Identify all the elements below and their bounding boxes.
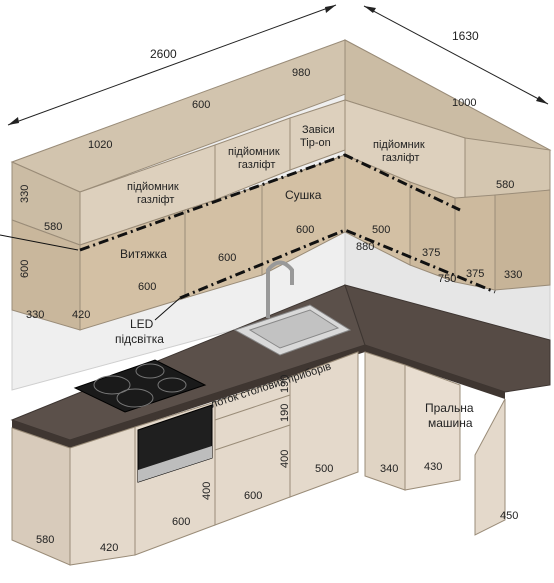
dim-190-b: 190 <box>279 404 291 422</box>
hob-zone <box>116 388 154 408</box>
arrow-head <box>364 6 376 13</box>
countertop-edge-right <box>365 345 505 399</box>
hob-zone <box>157 377 187 393</box>
dim-580-lower: 580 <box>36 534 54 546</box>
arrow-head <box>8 117 19 125</box>
arrow-head <box>536 96 548 104</box>
hob-zone <box>93 375 131 395</box>
sink-cabinet <box>289 351 359 498</box>
dim-420-lower: 420 <box>100 542 118 554</box>
washer-line2: машина <box>428 416 473 430</box>
lift1-line2: газліфт <box>137 194 174 206</box>
dim-500-lower: 500 <box>315 463 333 475</box>
overall-depth-line <box>363 5 549 105</box>
dim-330: 330 <box>19 185 31 203</box>
led-line1: LED <box>130 317 154 331</box>
induction-hob[interactable] <box>73 359 207 413</box>
dim-340: 340 <box>380 463 398 475</box>
upper-375-a <box>409 181 456 283</box>
drawer-divider <box>214 424 291 451</box>
lift2-line2: газліфт <box>238 159 275 171</box>
dim-1020: 1020 <box>88 139 112 151</box>
dim-1000: 1000 <box>452 97 476 109</box>
hinges-line1: Завіси <box>302 124 335 136</box>
dim-600-hood: 600 <box>138 281 156 293</box>
led-strip-lower <box>179 228 496 300</box>
dim-600-top: 600 <box>192 99 210 111</box>
oven-panel <box>138 446 212 482</box>
dim-880: 880 <box>356 241 374 253</box>
led-pointer <box>154 297 181 321</box>
hood-label: Витяжка <box>120 247 167 261</box>
washer-line1: Пральна <box>425 401 474 415</box>
countertop-edge-left <box>12 345 365 448</box>
lift3-line2: газліфт <box>382 152 419 164</box>
led-strip-upper <box>79 153 461 252</box>
lift3-line1: підйомник <box>373 139 425 151</box>
dim-580-right: 580 <box>496 179 514 191</box>
dryer-label: Сушка <box>285 188 322 202</box>
lift2-line1: підйомник <box>228 146 280 158</box>
overall-width-label: 2600 <box>150 47 177 61</box>
dim-420: 420 <box>72 309 90 321</box>
hob-zone <box>135 363 165 379</box>
dim-600-right: 600 <box>296 224 314 236</box>
dim-400-b: 400 <box>201 482 213 500</box>
dim-450: 450 <box>500 510 518 522</box>
overall-depth-label: 1630 <box>452 29 479 43</box>
dim-600-lower-b: 600 <box>172 516 190 528</box>
dim-600-mid: 600 <box>218 252 236 264</box>
countertop-right <box>344 284 551 393</box>
drawer-divider <box>214 394 291 421</box>
overall-width-line <box>7 4 337 126</box>
led-line2: підсвітка <box>115 332 164 346</box>
dim-600-lower-a: 600 <box>244 490 262 502</box>
lift1-line1: підйомник <box>127 181 179 193</box>
hood-pointer <box>0 234 79 251</box>
dim-375-b: 375 <box>466 268 484 280</box>
dim-190-a: 190 <box>279 375 291 393</box>
dim-330-low: 330 <box>26 309 44 321</box>
washer-cabinet <box>404 364 461 491</box>
sink-bowl <box>248 309 340 349</box>
faucet[interactable] <box>266 260 294 319</box>
dim-430: 430 <box>424 461 442 473</box>
dim-600-left: 600 <box>19 260 31 278</box>
washer-door-450[interactable] <box>474 398 506 536</box>
arrow-head <box>325 5 336 13</box>
dim-580-left: 580 <box>44 221 62 233</box>
hinges-line2: Tip-on <box>300 137 331 149</box>
dim-375-a: 375 <box>422 247 440 259</box>
dim-330-right: 330 <box>504 269 522 281</box>
dim-750: 750 <box>438 273 456 285</box>
dim-400-a: 400 <box>279 450 291 468</box>
dim-500: 500 <box>372 224 390 236</box>
upper-330-right <box>494 189 551 291</box>
dim-980: 980 <box>292 67 310 79</box>
